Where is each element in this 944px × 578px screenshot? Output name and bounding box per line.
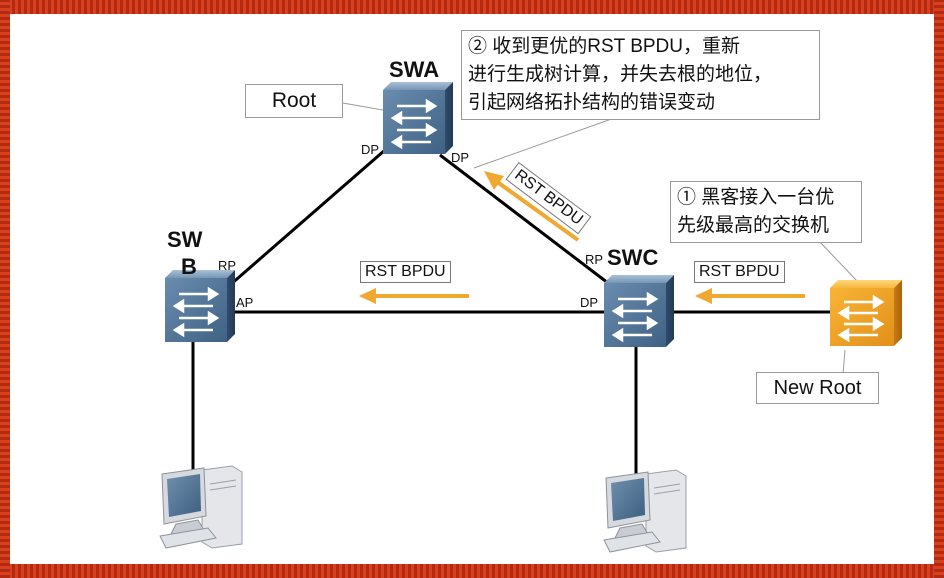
arrow-middle [359, 288, 469, 304]
pc-icon[interactable] [159, 465, 243, 549]
swb-name-line2: B [181, 254, 197, 279]
frame-left-border [0, 0, 10, 578]
frame-top-border [0, 0, 944, 14]
root-callout-pointer [342, 102, 384, 111]
link-swa-swc [439, 153, 609, 285]
port-label-swc-top: RP [585, 252, 604, 267]
step1-note-line: 先级最高的交换机 [677, 215, 830, 236]
root-label: Root [245, 84, 343, 118]
step2-note-line: 进行生成树计算，并失去根的地位， [468, 64, 773, 85]
new-root-label: New Root [756, 372, 879, 404]
newroot-callout-pointer [842, 349, 846, 375]
rst-bpdu-label-right: RST BPDU [694, 261, 785, 283]
port-label-swb-top: RP [218, 258, 237, 273]
step2-note-line: 引起网络拓扑结构的错误变动 [468, 92, 716, 113]
step2-callout-pointer [473, 116, 618, 169]
link-swa-swb [229, 148, 386, 287]
arrow-diagonal [484, 171, 580, 242]
step1-callout-pointer [817, 239, 859, 283]
step1-note: ① 黑客接入一台优 先级最高的交换机 [670, 181, 862, 243]
arrow-right [695, 288, 805, 304]
frame-right-border [934, 0, 944, 578]
step2-note-line: ② 收到更优的RST BPDU，重新 [468, 36, 741, 57]
port-label-swa-left: DP [361, 142, 380, 157]
step2-note: ② 收到更优的RST BPDU，重新 进行生成树计算，并失去根的地位， 引起网络… [461, 30, 820, 120]
rst-bpdu-label-middle: RST BPDU [360, 261, 451, 283]
hacker-switch-icon[interactable] [830, 280, 902, 346]
pc-icon[interactable] [603, 469, 687, 553]
frame-bottom-border [0, 564, 944, 578]
port-label-swc-left: DP [580, 295, 599, 310]
port-label-swb-right: AP [236, 295, 254, 310]
switch-icon[interactable] [165, 270, 235, 342]
step1-note-line: ① 黑客接入一台优 [677, 187, 835, 208]
swc-name: SWC [607, 245, 659, 270]
switch-icon[interactable] [604, 275, 674, 347]
swb-name-line1: SW [167, 227, 203, 252]
switch-icon[interactable] [383, 82, 453, 154]
swa-name: SWA [389, 57, 440, 82]
port-label-swa-right: DP [451, 150, 470, 165]
